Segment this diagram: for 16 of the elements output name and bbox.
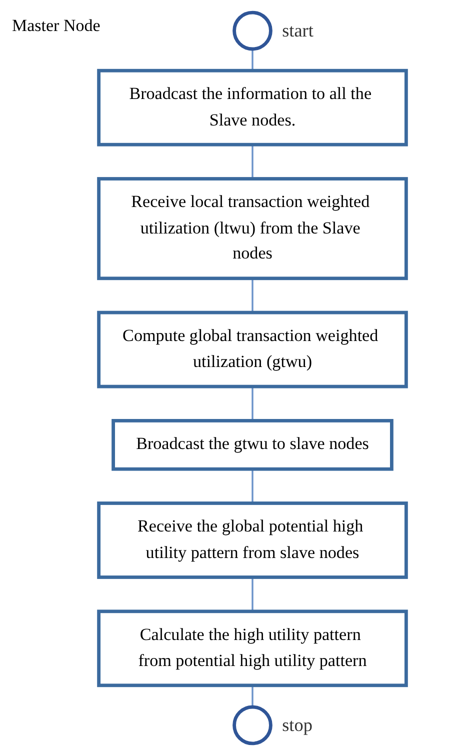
node-box: Calculate the high utility pattern from potential high utility pattern bbox=[97, 610, 408, 688]
connector bbox=[252, 278, 254, 313]
connector bbox=[252, 577, 254, 612]
connector bbox=[252, 469, 254, 504]
node-box: Receive local transaction weighted utilization (ltwu) from the Slave nodes bbox=[97, 177, 408, 280]
node-box: Compute global transaction weighted utilization (gtwu) bbox=[97, 310, 408, 388]
node-circle bbox=[232, 10, 272, 51]
diagram-title: Master Node bbox=[12, 16, 100, 36]
node-caption: start bbox=[282, 20, 314, 40]
node-box: Receive the global potential high utility pattern from slave nodes bbox=[97, 502, 408, 579]
node-caption: stop bbox=[282, 714, 312, 735]
node-box: Broadcast the gtwu to slave nodes bbox=[112, 418, 394, 471]
connector bbox=[252, 386, 254, 421]
node-box: Broadcast the information to all the Slave nodes. bbox=[97, 68, 408, 146]
node-circle bbox=[232, 705, 272, 746]
connector bbox=[252, 144, 254, 179]
